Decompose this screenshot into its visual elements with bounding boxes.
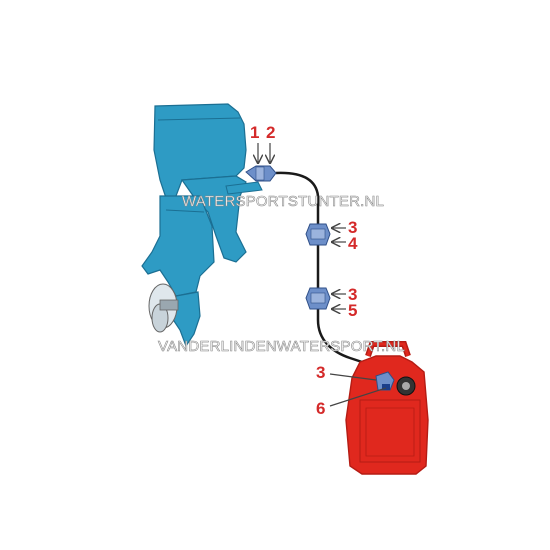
hose-connector-upper <box>305 223 331 246</box>
label-3-tank: 3 <box>316 363 325 382</box>
tank-connector <box>375 371 395 391</box>
fuel-tank <box>345 341 429 475</box>
watermark-top: WATERSPORTSTUNTER.NL <box>182 193 384 210</box>
propeller <box>148 283 179 333</box>
label-2: 2 <box>266 123 275 142</box>
label-1: 1 <box>250 123 259 142</box>
label-5: 5 <box>348 301 357 320</box>
label-6: 6 <box>316 399 325 418</box>
outboard-engine <box>141 103 263 348</box>
label-3-lower: 3 <box>348 285 357 304</box>
engine-connector <box>245 165 277 182</box>
watermark-bottom: VANDERLINDENWATERSPORT.NL <box>158 338 405 355</box>
label-3-upper: 3 <box>348 218 357 237</box>
hose-connector-lower <box>305 287 331 310</box>
label-4: 4 <box>348 234 358 253</box>
